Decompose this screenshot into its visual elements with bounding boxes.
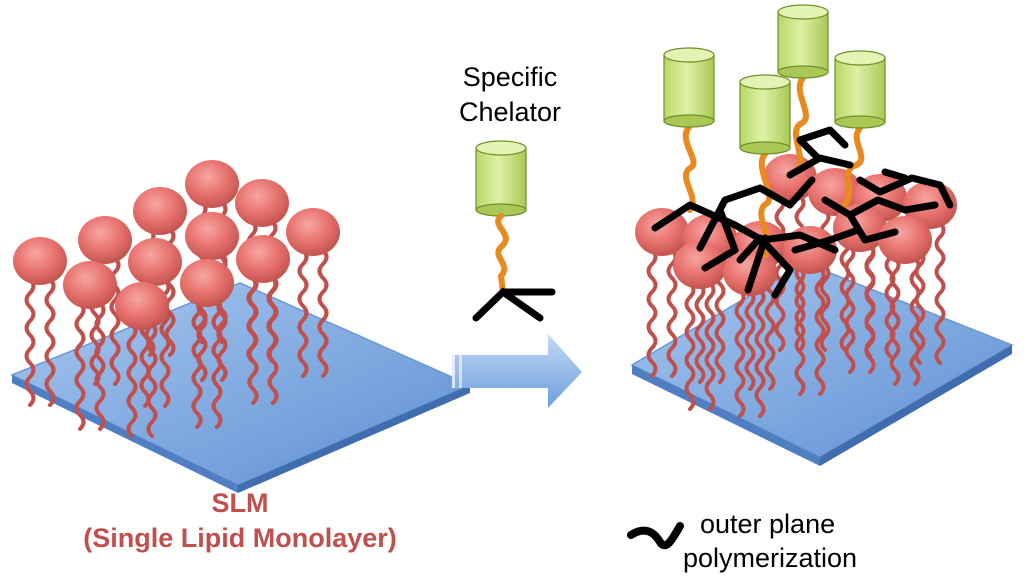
lipid-head <box>180 259 234 307</box>
lipid-head <box>286 208 340 256</box>
lipid-tail <box>814 266 826 396</box>
lipid-head <box>133 187 187 235</box>
linker <box>682 124 697 213</box>
lipid-tail <box>317 248 329 378</box>
lipid-tail <box>666 248 678 378</box>
lipid-tail <box>909 256 921 386</box>
lipid-tail <box>934 221 946 365</box>
lipid-head <box>235 179 289 227</box>
legend-label-line1: outer plane <box>700 509 836 539</box>
chelator-linker <box>495 213 509 295</box>
slm-label: SLM <box>211 488 269 518</box>
lipid-tail <box>247 275 259 405</box>
lipid-head <box>673 241 727 289</box>
chelator-cylinder <box>834 50 886 129</box>
right-chelator-cylinders <box>663 4 886 155</box>
lipid-tail <box>94 301 106 431</box>
slm-full-name: (Single Lipid Monolayer) <box>83 523 397 553</box>
lipid-tail <box>211 299 223 429</box>
chelator-cylinder <box>475 140 527 217</box>
lipid-head <box>128 238 182 286</box>
lipid-head <box>185 160 239 208</box>
lipid-head <box>13 237 67 285</box>
lipid-tail <box>24 277 36 407</box>
lipid-head <box>185 212 239 260</box>
lipid-tail <box>704 281 716 411</box>
lipid-tail <box>844 244 856 374</box>
chelator-label-line2: Chelator <box>458 97 562 127</box>
lipid-head <box>63 261 117 309</box>
chelator-cylinder <box>663 47 715 128</box>
lipid-head <box>236 235 290 283</box>
lipid-tail <box>267 275 279 405</box>
lipid-tail <box>191 299 203 429</box>
lipid-tail <box>297 248 309 378</box>
lipid-tail <box>646 248 658 378</box>
polymer-legend-icon <box>627 522 684 550</box>
legend-label-line2: polymerization <box>683 543 858 573</box>
linker <box>792 75 809 173</box>
lipid-tail <box>44 277 56 407</box>
lipid-head <box>78 216 132 264</box>
chelator-label-line1: Specific <box>462 62 558 92</box>
lipid-tail <box>684 281 696 411</box>
chelator-cylinder <box>777 4 829 79</box>
lipid-head <box>878 216 932 264</box>
lipid-tail <box>754 288 766 418</box>
lipid-tail <box>864 244 876 374</box>
lipid-tail <box>794 266 806 396</box>
slm-panel <box>10 160 472 493</box>
left-lipid-heads <box>13 160 340 330</box>
lipid-tail <box>734 288 746 418</box>
lipid-tail <box>126 322 138 438</box>
transform-arrow <box>452 334 582 408</box>
chelator-anchor <box>472 287 556 322</box>
lipid-tail <box>889 256 901 386</box>
lipid-tail <box>74 301 86 431</box>
chelator-panel <box>452 140 582 408</box>
chelator-cylinder <box>739 74 791 155</box>
polymerized-panel <box>630 4 1014 466</box>
polymer-network <box>651 126 954 299</box>
lipid-head <box>115 282 169 330</box>
lipid-tail <box>146 322 158 438</box>
lipid-head <box>635 208 689 256</box>
